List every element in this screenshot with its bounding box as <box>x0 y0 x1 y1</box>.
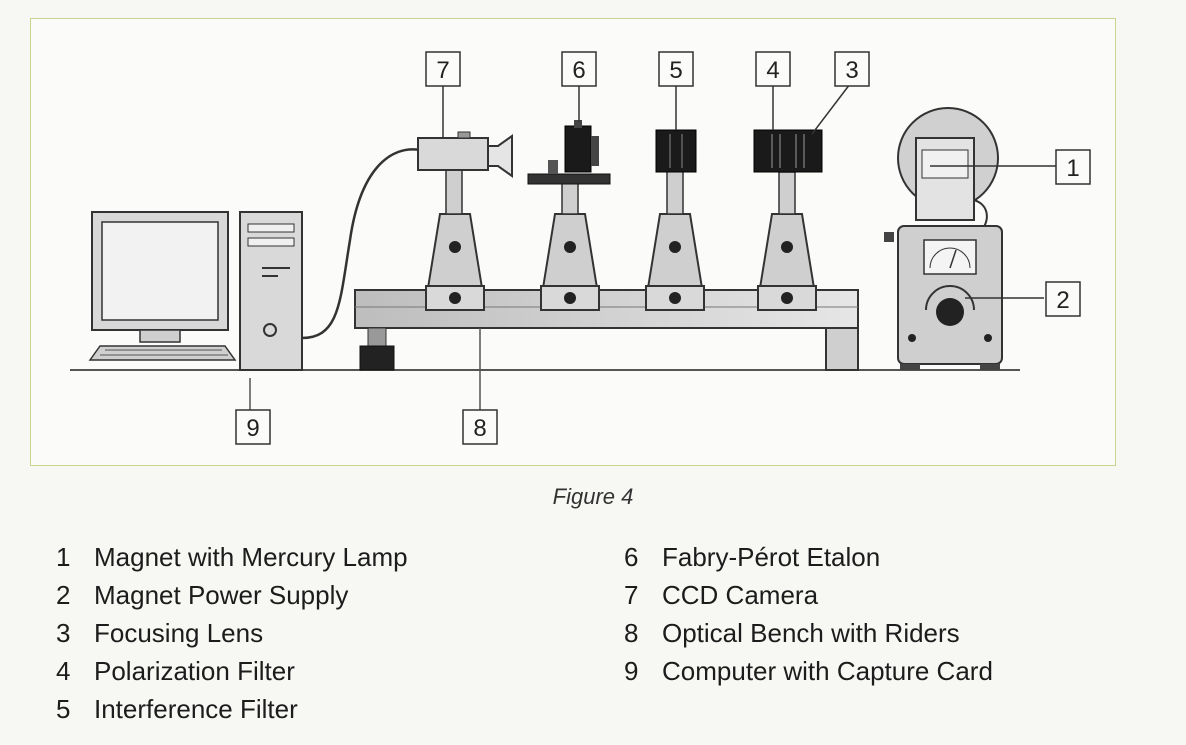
fabry-perot-etalon <box>527 120 611 185</box>
svg-text:1: 1 <box>1066 155 1079 182</box>
legend-item: 8 Optical Bench with Riders <box>624 614 993 652</box>
callout-5: 5 <box>658 51 694 87</box>
legend-item: 6 Fabry-Pérot Etalon <box>624 538 993 576</box>
legend-number: 2 <box>56 580 71 610</box>
svg-text:2: 2 <box>1056 287 1069 314</box>
legend-item: 7 CCD Camera <box>624 576 993 614</box>
computer-tower <box>239 211 303 410</box>
svg-text:6: 6 <box>572 57 585 84</box>
legend-label: Computer with Capture Card <box>662 656 993 686</box>
magnet-power-supply <box>884 225 1003 370</box>
legend-left: 1 Magnet with Mercury Lamp 2 Magnet Power … <box>56 538 408 728</box>
legend-label: CCD Camera <box>662 580 819 610</box>
callout-4: 4 <box>755 51 791 87</box>
legend-item: 2 Magnet Power Supply <box>56 576 408 614</box>
legend-label: Magnet with Mercury Lamp <box>94 542 408 572</box>
rider-4 <box>757 171 817 311</box>
svg-text:4: 4 <box>766 57 779 84</box>
legend-item: 1 Magnet with Mercury Lamp <box>56 538 408 576</box>
legend-number: 6 <box>624 542 639 572</box>
rider-7 <box>425 169 485 311</box>
svg-text:9: 9 <box>246 415 259 442</box>
svg-text:8: 8 <box>473 415 486 442</box>
polarization-filter <box>753 129 823 173</box>
svg-text:7: 7 <box>436 57 449 84</box>
svg-text:3: 3 <box>845 57 858 84</box>
legend-number: 4 <box>56 656 71 686</box>
legend-right: 6 Fabry-Pérot Etalon 7 CCD Camera 8 Optical… <box>624 538 993 690</box>
legend-number: 5 <box>56 694 71 724</box>
interference-filter <box>655 129 697 173</box>
computer-monitor <box>88 211 237 361</box>
ccd-camera <box>417 131 513 178</box>
callout-3: 3 <box>834 51 870 87</box>
apparatus-diagram: 7 6 5 4 3 1 2 9 8 <box>70 51 1091 445</box>
rider-6 <box>540 181 600 311</box>
legend-label: Polarization Filter <box>94 656 295 686</box>
legend-item: 3 Focusing Lens <box>56 614 408 652</box>
svg-text:5: 5 <box>669 57 682 84</box>
legend-item: 5 Interference Filter <box>56 690 408 728</box>
legend-item: 4 Polarization Filter <box>56 652 408 690</box>
legend-label: Interference Filter <box>94 694 298 724</box>
legend-label: Fabry-Pérot Etalon <box>662 542 881 572</box>
legend-number: 9 <box>624 656 639 686</box>
legend-item: 9 Computer with Capture Card <box>624 652 993 690</box>
callout-7: 7 <box>425 51 461 87</box>
figure-caption: Figure 4 <box>552 484 634 509</box>
legend-label: Optical Bench with Riders <box>662 618 960 648</box>
legend-number: 1 <box>56 542 71 572</box>
callout-6: 6 <box>561 51 597 87</box>
legend-label: Focusing Lens <box>94 618 264 648</box>
legend-label: Magnet Power Supply <box>94 580 349 610</box>
rider-5 <box>645 169 705 311</box>
legend-number: 3 <box>56 618 71 648</box>
legend-number: 7 <box>624 580 639 610</box>
magnet-with-lamp <box>897 107 999 233</box>
callout-8: 8 <box>462 409 498 445</box>
callout-2: 2 <box>1045 281 1081 317</box>
legend-number: 8 <box>624 618 639 648</box>
callout-1: 1 <box>1055 149 1091 185</box>
callout-9: 9 <box>235 409 271 445</box>
